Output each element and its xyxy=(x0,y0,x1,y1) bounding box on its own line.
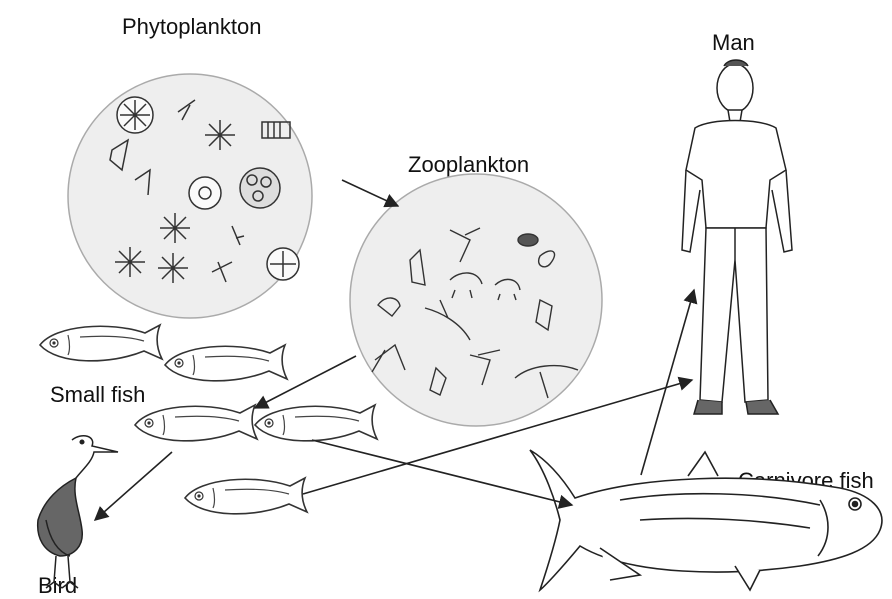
phytoplankton-circle xyxy=(68,74,312,318)
small-fish-icon xyxy=(255,405,377,441)
small-fish-icon xyxy=(135,405,257,441)
man-label: Man xyxy=(712,30,755,55)
arrow-small-fish-to-carnivore-fish xyxy=(312,440,572,505)
man-illustration xyxy=(682,60,792,414)
standing-man-icon xyxy=(682,60,792,414)
bird-illustration xyxy=(38,436,118,588)
zooplankton-label: Zooplankton xyxy=(408,152,529,177)
small-fish-5 xyxy=(185,478,307,514)
small-fish-label: Small fish xyxy=(50,382,145,407)
small-fish-4 xyxy=(255,405,377,441)
phytoplankton-label: Phytoplankton xyxy=(122,14,261,39)
small-fish-3 xyxy=(135,405,257,441)
small-fish-1 xyxy=(40,325,162,361)
heron-icon xyxy=(38,436,118,588)
arrow-phytoplankton-to-zooplankton xyxy=(342,180,398,206)
arrow-small-fish-to-bird xyxy=(95,452,172,520)
small-fish-icon xyxy=(165,345,287,381)
small-fish-icon xyxy=(185,478,307,514)
small-fish-icon xyxy=(40,325,162,361)
zooplankton-circle xyxy=(350,174,602,426)
small-fish-2 xyxy=(165,345,287,381)
